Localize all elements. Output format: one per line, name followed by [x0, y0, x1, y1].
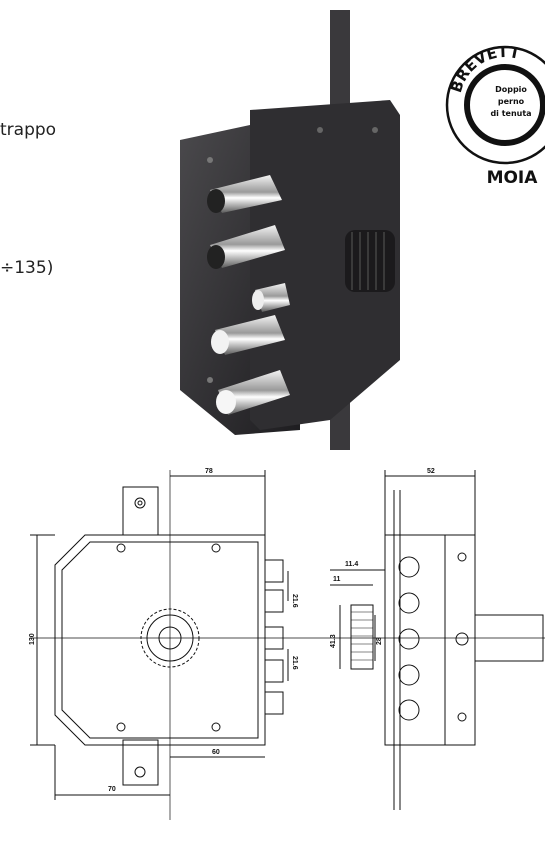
text-fragment-135: ÷135) [0, 258, 54, 278]
dim-bolt-spacing-top: 21.6 [291, 594, 298, 608]
seal-line-1: Doppio [495, 85, 527, 94]
dim-backset: 70 [108, 786, 116, 793]
technical-drawing-side [330, 470, 544, 810]
dim-knob-diameter: 28 [376, 637, 383, 645]
text-fragment-trappo: trappo [0, 120, 57, 140]
lock-body [250, 100, 400, 430]
technical-drawing-front [30, 470, 545, 820]
dim-knob-offset: 11.4 [345, 561, 358, 568]
front-dimension-labels: 78 130 21.6 21.6 60 70 [29, 468, 298, 793]
dim-knob-height: 41.3 [330, 634, 337, 648]
lock-knob [345, 230, 395, 292]
lock-photo [180, 10, 400, 450]
dim-spindle-offset: 60 [212, 749, 220, 756]
seal-line-3: di tenuta [490, 109, 531, 118]
dim-top-width: 78 [205, 468, 213, 475]
side-dimension-labels: 52 11.4 11 41.3 28 [330, 468, 435, 648]
brevetto-moia-seal: BREVETT Doppio perno di tenuta MOIA [445, 43, 545, 188]
dim-knob-thickness: 11 [333, 576, 341, 583]
bolt-cylinders [207, 175, 290, 415]
dim-bolt-spacing-bottom: 21.6 [291, 656, 298, 670]
seal-bottom-text: MOIA [487, 168, 539, 188]
dim-side-depth: 52 [427, 468, 435, 475]
seal-line-2: perno [498, 97, 525, 106]
dim-height: 130 [29, 633, 36, 645]
